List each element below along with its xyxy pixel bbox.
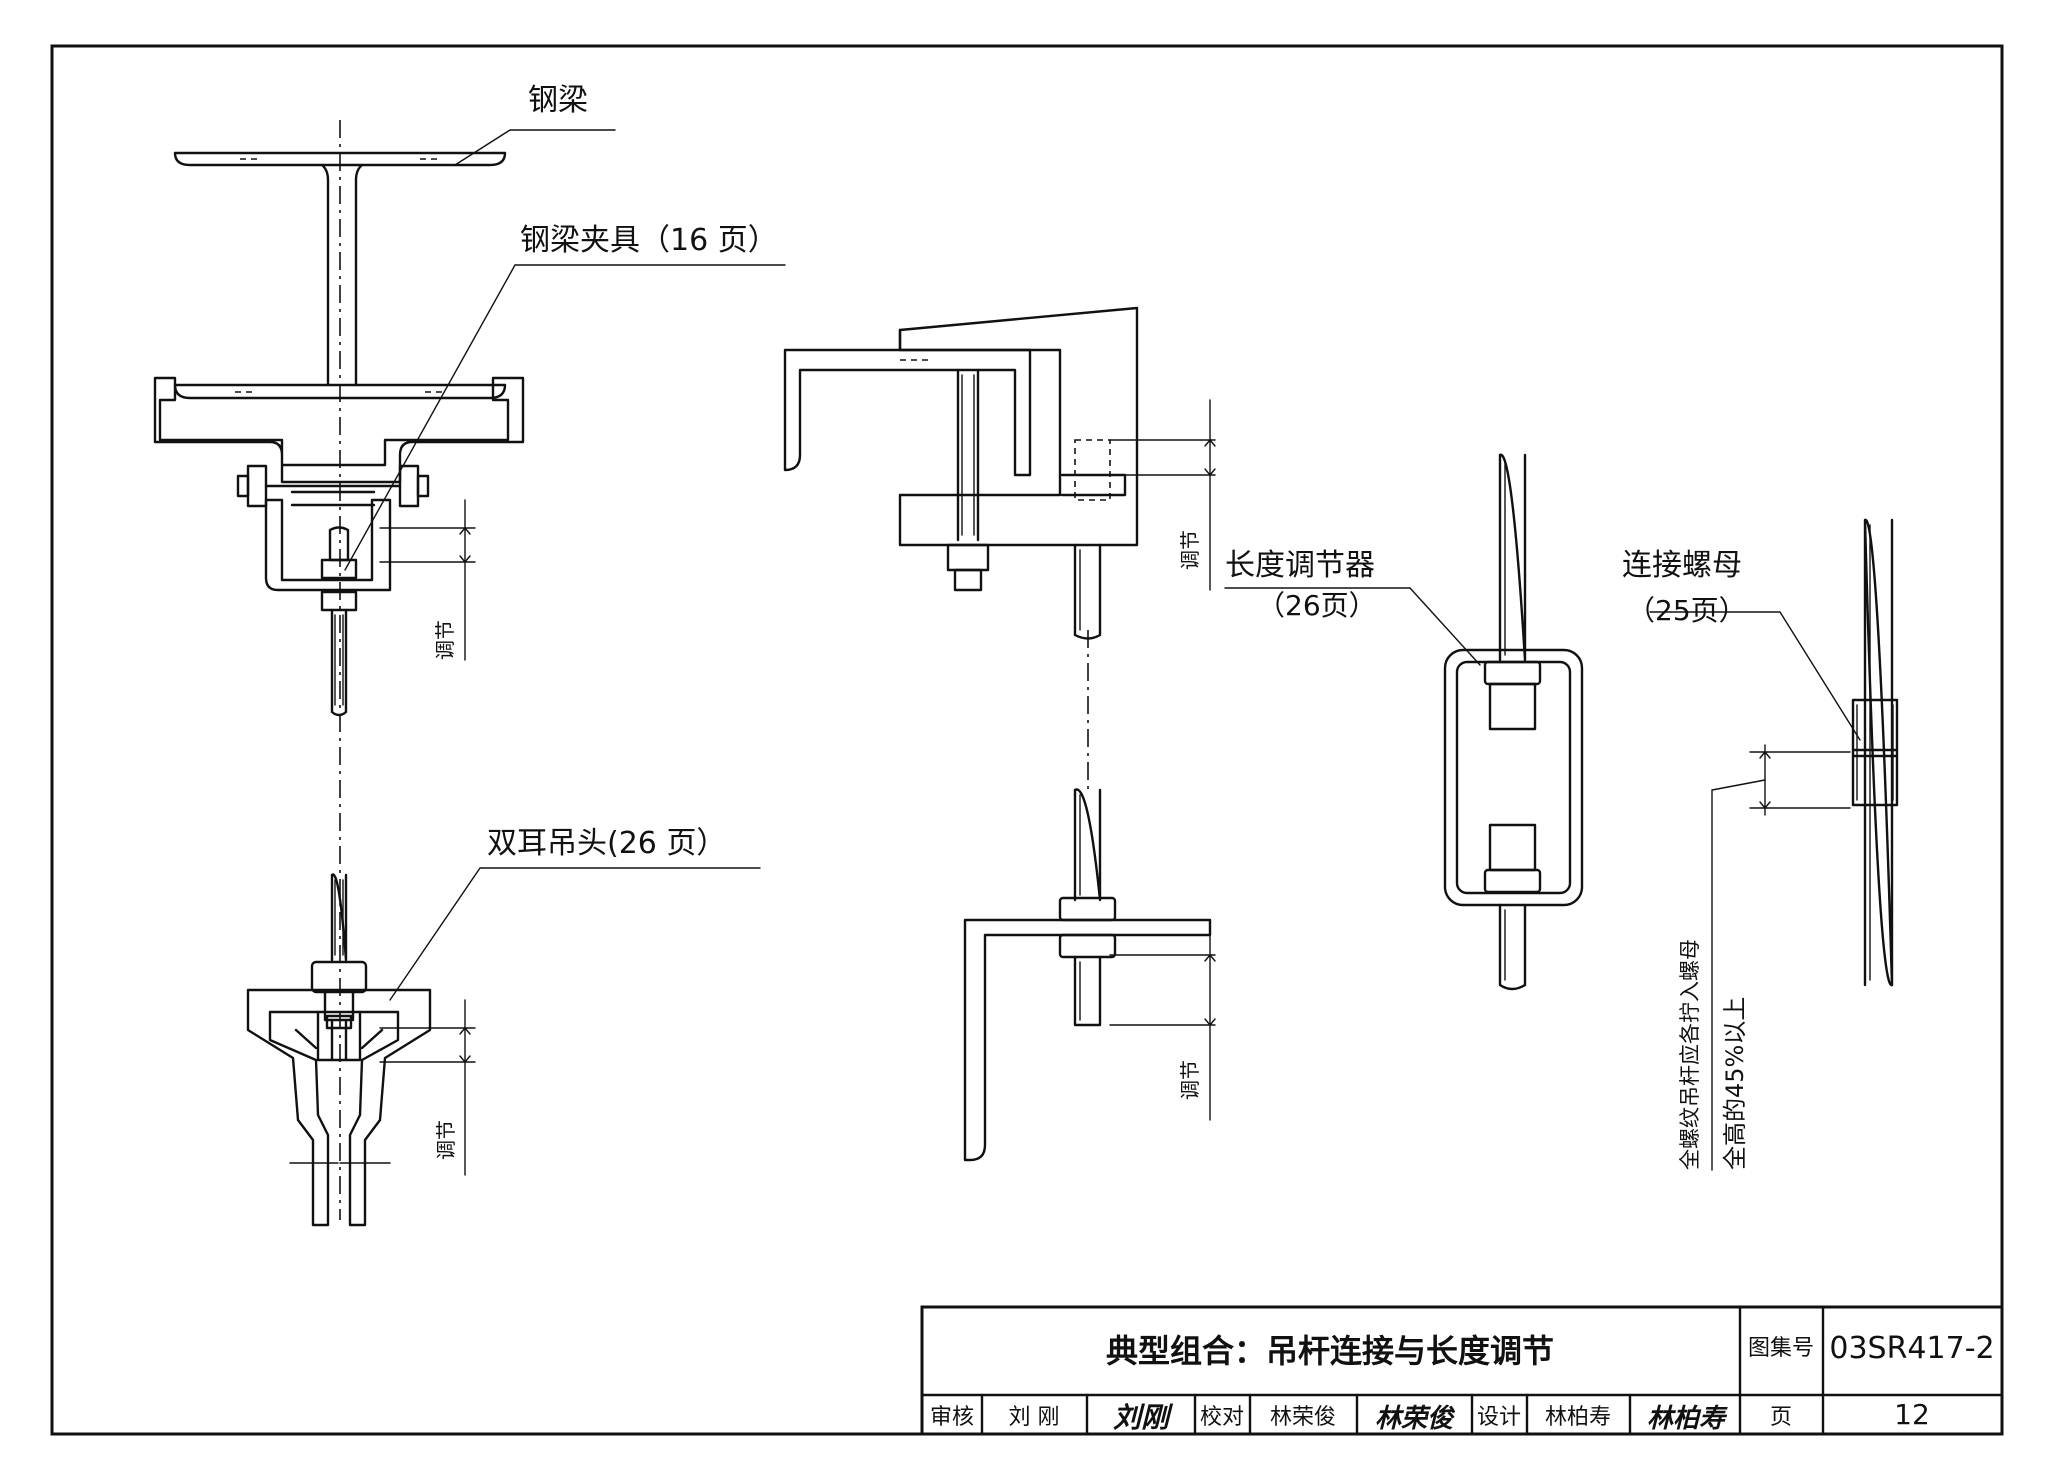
label-length-adjuster: 长度调节器 bbox=[1225, 548, 1375, 583]
page-label: 页 bbox=[1770, 1405, 1792, 1430]
title-block-title: 典型组合：吊杆连接与长度调节 bbox=[1106, 1332, 1554, 1370]
atlas-no-label: 图集号 bbox=[1748, 1336, 1814, 1361]
assembly-connector-nut bbox=[1649, 518, 1899, 1171]
label-connector-nut: 连接螺母 bbox=[1622, 548, 1742, 583]
designer-name: 林柏寿 bbox=[1545, 1405, 1611, 1430]
label-adjust-3: 调节 bbox=[1178, 530, 1202, 570]
assembly-c-clamp bbox=[783, 306, 1216, 1162]
note-thread-line1: 全螺纹吊杆应各拧入螺母 bbox=[1678, 939, 1702, 1170]
designer-signature: 林柏寿 bbox=[1647, 1404, 1728, 1434]
checker-signature: 林荣俊 bbox=[1375, 1404, 1456, 1434]
label-steel-beam: 钢梁 bbox=[528, 83, 588, 118]
drawing-frame bbox=[50, 44, 2004, 1436]
title-block bbox=[920, 1305, 2004, 1436]
note-thread-line2: 全高的45%以上 bbox=[1721, 997, 1749, 1170]
review-label: 审核 bbox=[930, 1405, 974, 1430]
assembly-beam-clamp bbox=[153, 120, 786, 1227]
design-label: 设计 bbox=[1477, 1405, 1521, 1430]
check-label: 校对 bbox=[1200, 1405, 1244, 1430]
label-length-adjuster-page: （26页） bbox=[1257, 589, 1377, 622]
assembly-length-adjuster bbox=[1224, 453, 1584, 991]
atlas-no: 03SR417-2 bbox=[1829, 1331, 1994, 1366]
label-adjust-1: 调节 bbox=[433, 620, 457, 660]
page-number: 12 bbox=[1894, 1398, 1930, 1431]
label-double-ear: 双耳吊头(26 页） bbox=[487, 826, 726, 861]
label-adjust-4: 调节 bbox=[1178, 1060, 1202, 1100]
checker-name: 林荣俊 bbox=[1270, 1405, 1336, 1430]
label-adjust-2: 调节 bbox=[434, 1120, 458, 1160]
reviewer-name: 刘 刚 bbox=[1009, 1405, 1060, 1430]
reviewer-signature: 刘刚 bbox=[1113, 1401, 1174, 1434]
label-beam-clamp: 钢梁夹具（16 页） bbox=[520, 223, 778, 258]
label-connector-nut-page: （25页） bbox=[1627, 594, 1747, 627]
